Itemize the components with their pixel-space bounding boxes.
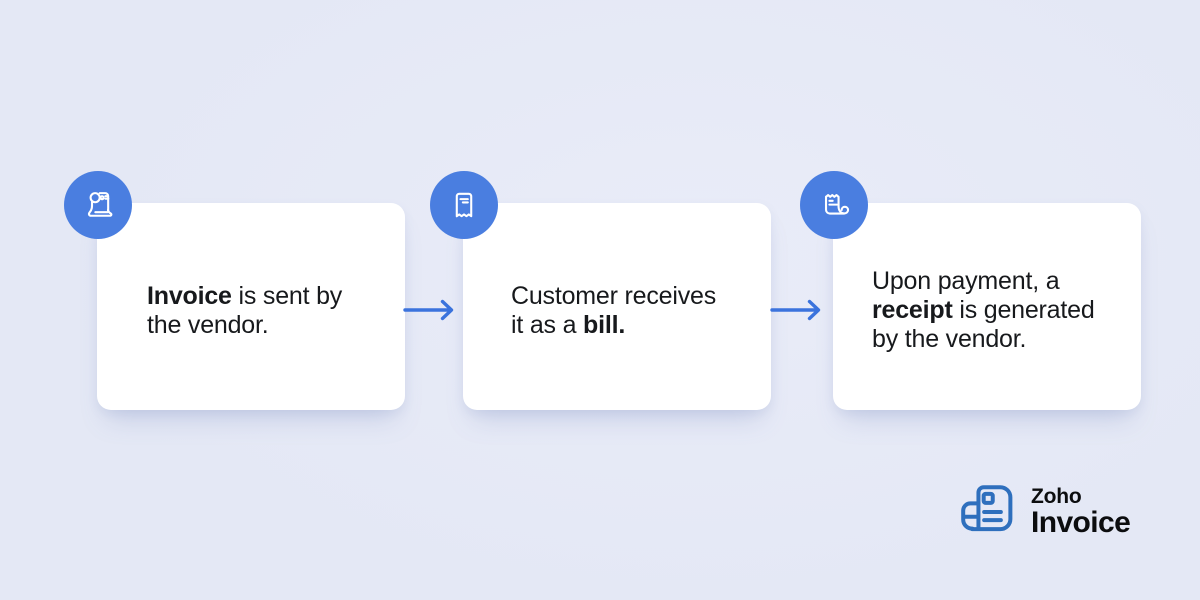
step-badge — [430, 171, 498, 239]
invoice-scroll-icon — [87, 192, 113, 217]
step-text: Customer receives it as a bill. — [511, 281, 716, 339]
step-card-receipt: Upon payment, a receipt is generated by … — [800, 171, 1141, 410]
step-badge — [64, 171, 132, 239]
step-badge — [800, 171, 868, 239]
step-card-bill: Customer receives it as a bill. — [430, 171, 771, 410]
logo-brand: Zoho — [1031, 484, 1082, 508]
logo-product: Invoice — [1031, 505, 1131, 539]
arrow-right-icon — [403, 299, 454, 321]
logo-text: Zoho Invoice — [1031, 484, 1131, 539]
step-text: Invoice is sent by the vendor. — [147, 281, 343, 339]
zoho-invoice-logo: Zoho Invoice — [957, 480, 1131, 543]
arrow-right-icon — [770, 299, 821, 321]
step-card-invoice: Invoice is sent by the vendor. — [64, 171, 405, 410]
bill-receipt-icon — [455, 192, 473, 218]
step-text: Upon payment, a receipt is generated by … — [872, 267, 1095, 353]
invoice-document-icon — [961, 485, 1013, 532]
payment-receipt-icon — [824, 194, 850, 215]
